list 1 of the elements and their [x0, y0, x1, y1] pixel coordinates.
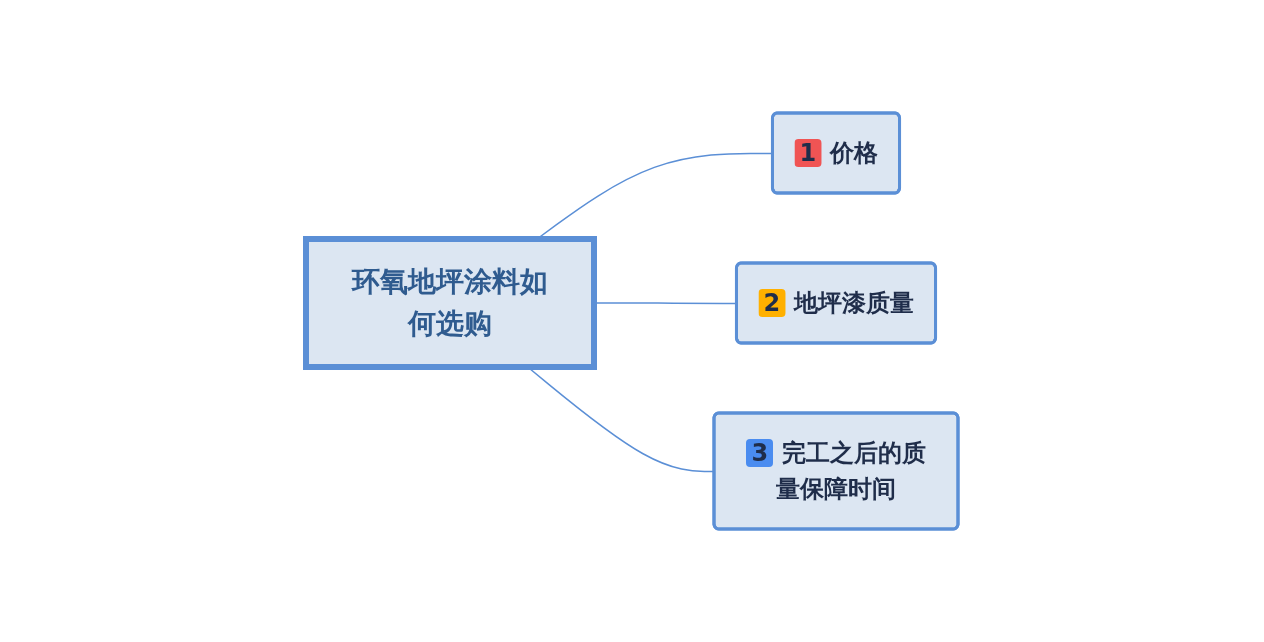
node-box: 环氧地坪涂料如何选购: [303, 236, 597, 370]
